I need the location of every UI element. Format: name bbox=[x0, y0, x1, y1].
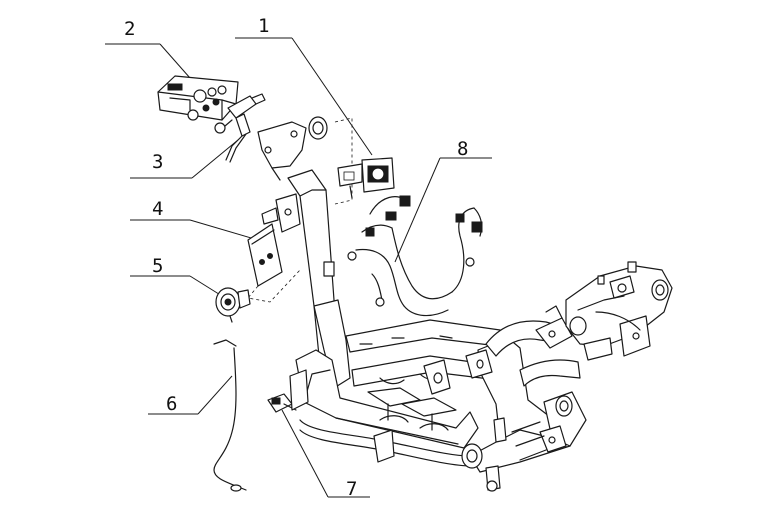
callout-8: 8 bbox=[457, 138, 468, 160]
callout-2: 2 bbox=[124, 18, 135, 40]
callout-6: 6 bbox=[166, 393, 177, 415]
part-6-cable bbox=[213, 339, 247, 492]
leader-2 bbox=[105, 43, 191, 79]
leader-7 bbox=[281, 409, 370, 498]
leader-3 bbox=[130, 139, 239, 179]
callout-4: 4 bbox=[152, 198, 163, 220]
leader-5 bbox=[130, 275, 223, 297]
part-1-relay-cluster bbox=[308, 116, 395, 205]
leader-8 bbox=[394, 157, 492, 263]
part-3-pipe-fitting bbox=[214, 93, 266, 163]
callout-3: 3 bbox=[152, 151, 163, 173]
leader-6 bbox=[148, 375, 233, 415]
part-2-control-unit bbox=[157, 75, 239, 121]
leader-4 bbox=[130, 219, 259, 241]
part-8-wiring-harness bbox=[347, 195, 483, 317]
leader-1 bbox=[235, 37, 373, 156]
callout-5: 5 bbox=[152, 255, 163, 277]
part-5-horn bbox=[215, 287, 251, 323]
part-4-mounting-plate bbox=[247, 223, 301, 303]
callout-7: 7 bbox=[346, 478, 357, 500]
main-frame bbox=[257, 121, 673, 492]
callout-1: 1 bbox=[258, 15, 269, 37]
